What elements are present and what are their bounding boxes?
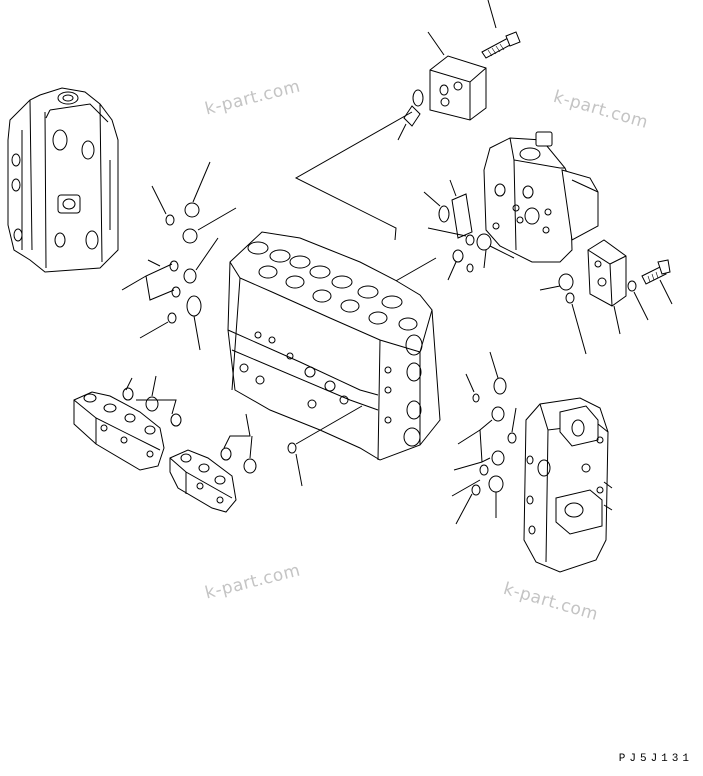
lower-center-manifold	[169, 413, 257, 513]
o-ring-group-right-upper	[423, 179, 515, 281]
left-end-valve-section	[7, 87, 119, 273]
top-o-ring-plug	[397, 89, 424, 141]
top-cover-block	[427, 31, 487, 121]
right-plate-bolt	[627, 259, 673, 321]
right-upper-valve-section	[483, 131, 599, 263]
leader-bracket-top	[294, 111, 437, 283]
o-ring-group-left	[121, 161, 237, 351]
lower-right-valve-section	[523, 397, 613, 573]
o-ring-group-right-lower	[451, 351, 517, 525]
o-ring-body-bottom	[287, 405, 363, 487]
o-ring-right-mid	[539, 273, 587, 355]
lower-left-manifold	[73, 375, 182, 471]
top-bolt	[481, 0, 521, 59]
drawing-code: PJ5J131	[618, 753, 693, 765]
main-valve-body	[227, 231, 441, 461]
right-side-plate	[587, 239, 627, 335]
